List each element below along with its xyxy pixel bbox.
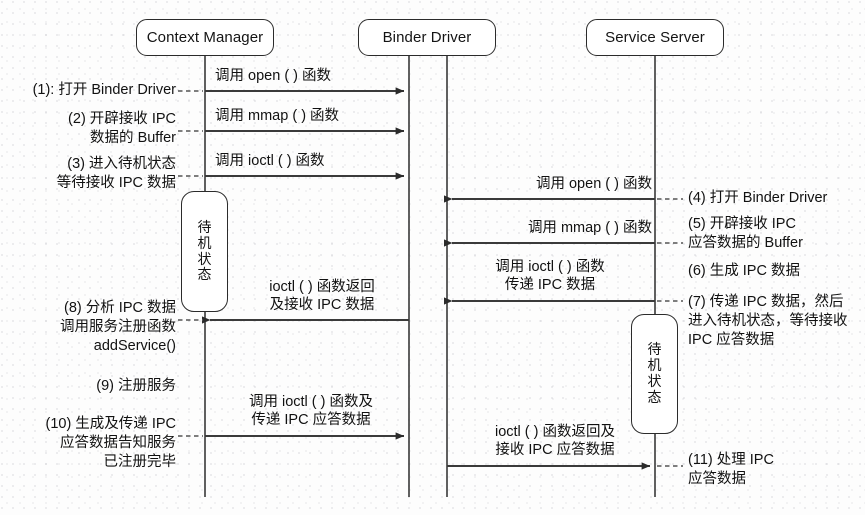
actor-label: Binder Driver [382,29,472,46]
note-4: (4) 打开 Binder Driver [688,190,828,206]
note-5: (5) 开辟接收 IPC 应答数据的 Buffer [688,216,803,251]
activation-context-manager-waiting[interactable]: 待 机 状 态 [181,191,228,312]
note-6: (6) 生成 IPC 数据 [688,263,800,279]
activation-char: 待 [197,218,212,235]
activation-service-server-waiting[interactable]: 待 机 状 态 [631,314,678,434]
message-label-mmap-cm: 调用 mmap ( ) 函数 [215,108,340,124]
note-1: (1): 打开 Binder Driver [32,82,176,98]
message-label-ioctl-transfer-ipc: 调用 ioctl ( ) 函数 传递 IPC 数据 [495,259,605,294]
activation-char: 待 [647,341,662,358]
note-10: (10) 生成及传递 IPC 应答数据告知服务 已注册完毕 [45,416,176,470]
note-9: (9) 注册服务 [96,378,176,394]
message-label-ioctl-cm: 调用 ioctl ( ) 函数 [215,153,325,169]
note-8: (8) 分析 IPC 数据 调用服务注册函数 addService() [60,300,176,354]
actor-label: Context Manager [146,29,264,46]
actor-service-server[interactable]: Service Server [586,19,724,56]
message-label-ioctl-return-reply: ioctl ( ) 函数返回及 接收 IPC 应答数据 [494,424,616,459]
activation-char: 机 [647,357,662,374]
activation-char: 态 [197,266,212,283]
actor-binder-driver[interactable]: Binder Driver [358,19,496,56]
actor-label: Service Server [605,29,705,46]
note-7: (7) 传递 IPC 数据，然后 进入待机状态，等待接收 IPC 应答数据 [688,294,848,348]
note-2: (2) 开辟接收 IPC 数据的 Buffer [68,111,176,146]
activation-char: 态 [647,388,662,405]
actor-context-manager[interactable]: Context Manager [136,19,274,56]
note-11: (11) 处理 IPC 应答数据 [688,452,774,487]
message-label-ioctl-send-reply: 调用 ioctl ( ) 函数及 传递 IPC 应答数据 [248,394,374,429]
message-label-open-ss: 调用 open ( ) 函数 [535,176,652,192]
activation-char: 机 [197,234,212,251]
message-label-ioctl-return-receive-ipc: ioctl ( ) 函数返回 及接收 IPC 数据 [269,279,375,314]
activation-char: 状 [197,250,212,267]
note-3: (3) 进入待机状态 等待接收 IPC 数据 [56,156,176,191]
activation-char: 状 [647,373,662,389]
message-label-mmap-ss: 调用 mmap ( ) 函数 [527,220,652,236]
message-label-open-cm: 调用 open ( ) 函数 [215,68,332,84]
